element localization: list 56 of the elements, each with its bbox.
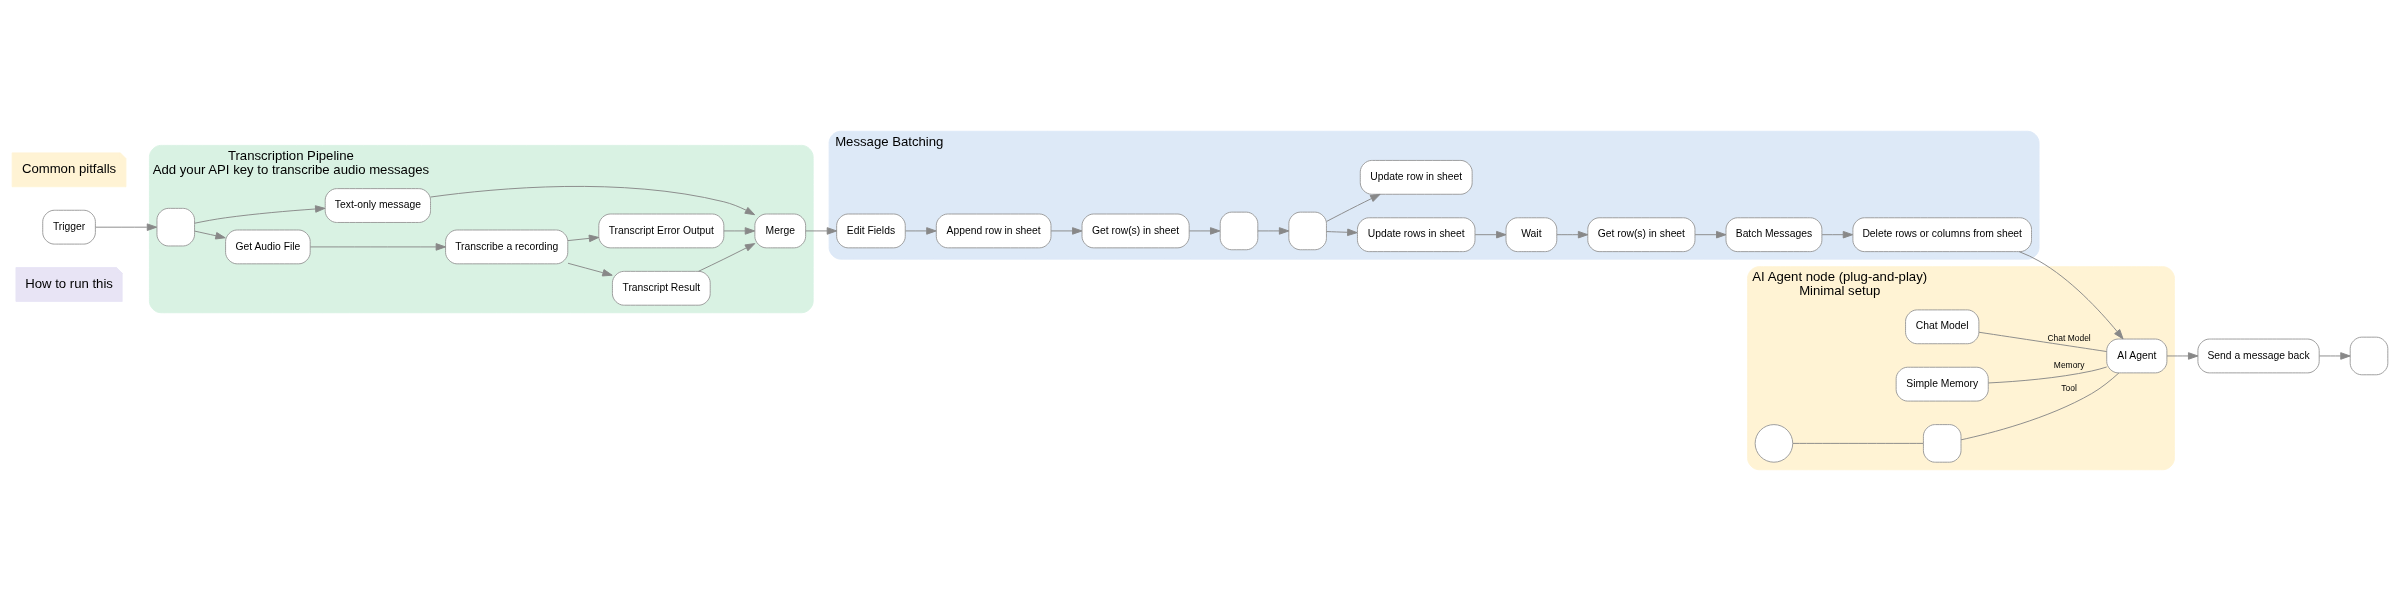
arrow [309,242,446,251]
node-box: Trigger [42,209,96,245]
node-box: Merge [754,213,807,248]
arrow [1556,230,1589,238]
node-box: Text-only message [324,187,431,223]
arrow [2018,250,2124,339]
arrow [567,262,613,276]
arrow [698,242,756,272]
arrow [1474,230,1507,238]
node-box: Update rows in sheet [1357,216,1476,252]
arrow [723,226,756,235]
edge-label: Chat Model [2047,332,2091,343]
node-box: Transcript Error Output [598,213,725,248]
node-box: Transcript Result [611,270,711,306]
node-box [1288,211,1327,250]
node-box: Batch Messages [1725,216,1823,252]
node-box: Send a message back [2197,338,2320,373]
arrow [567,234,600,242]
arrow [1257,226,1290,235]
node-box [2349,336,2389,375]
arrow [430,185,756,215]
arrow [1694,230,1727,238]
node-box: Delete rows or columns from sheet [1852,216,2032,252]
node-box: Edit Fields [836,213,906,248]
node-box: AI Agent [2106,338,2168,373]
arrow [1050,226,1083,235]
arrow [1188,226,1221,235]
node-box: Wait [1505,216,1558,252]
node-box: Chat Model [1905,308,1980,344]
node-box: Update row in sheet [1359,159,1473,195]
edge-label: Tool [2061,382,2077,393]
arrow [194,204,326,224]
arrow [2319,351,2351,360]
node-box [1219,211,1259,250]
arrow [1326,193,1381,222]
node-box: Transcribe a recording [445,229,569,264]
arrow [1821,230,1854,238]
node-circle [1754,423,1794,463]
edge-label: Memory [2053,359,2085,370]
arrow [1326,228,1358,236]
connector [1978,331,2108,352]
node-box: Simple Memory [1895,366,1989,402]
connector [1987,366,2108,383]
node-box: Get row(s) in sheet [1587,216,1696,252]
arrow [805,226,838,235]
node-box: Append row in sheet [935,213,1052,248]
arrow [2166,351,2199,360]
node-box: Get Audio File [225,229,311,264]
node-box [156,207,196,246]
arrow [905,226,937,235]
connector [1960,371,2120,440]
connector [1792,442,1924,444]
node-box [1922,423,1962,463]
arrow [194,230,226,239]
node-box: Get row(s) in sheet [1081,213,1190,248]
arrow [95,222,158,231]
